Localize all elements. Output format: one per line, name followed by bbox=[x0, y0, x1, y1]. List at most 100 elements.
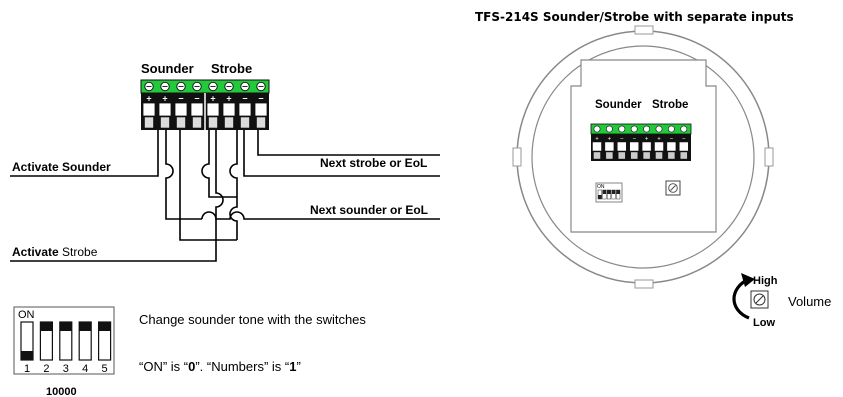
dip-number: 3 bbox=[63, 363, 69, 375]
device-notch-right bbox=[764, 147, 774, 167]
terminal-polarity-label: + bbox=[210, 94, 215, 104]
device-terminal-screw bbox=[668, 125, 675, 133]
device-sounder-label: Sounder bbox=[595, 99, 642, 111]
wire-sounder-common bbox=[179, 176, 237, 241]
dip-lever-knob bbox=[98, 322, 111, 331]
diagram-title: TFS-214S Sounder/Strobe with separate in… bbox=[475, 10, 794, 24]
wire-strobe-neg-2 bbox=[243, 130, 440, 177]
terminal-cell-lower bbox=[144, 116, 154, 129]
device-terminal-cell bbox=[629, 141, 639, 152]
device-terminal-polarity-label: + bbox=[595, 137, 599, 143]
volume-knob-mark bbox=[755, 295, 764, 304]
label-next-strobe: Next strobe or EoL bbox=[320, 156, 427, 170]
terminal-cell bbox=[206, 102, 220, 117]
terminal-cell bbox=[174, 102, 188, 117]
terminal-screw-strip bbox=[140, 79, 270, 94]
dip-legend-b: ”. “Numbers” is “ bbox=[195, 359, 289, 374]
device-dip-lever-knob bbox=[616, 190, 620, 194]
dip-legend: “ON” is “0”. “Numbers” is “1” bbox=[139, 359, 301, 374]
terminal-screws bbox=[144, 81, 266, 92]
device-dip-lever-knob bbox=[598, 195, 602, 199]
terminal-cells: + + − − + + − − bbox=[142, 94, 268, 129]
dip-levers bbox=[20, 321, 112, 361]
label-activate-strobe-rest: Strobe bbox=[59, 245, 98, 259]
device-terminal-cell bbox=[592, 141, 602, 152]
device-terminal-screw bbox=[618, 125, 626, 133]
dip-on-label: ON bbox=[18, 309, 35, 321]
device-terminal-polarity-label: − bbox=[670, 137, 674, 143]
dip-legend-a: “ON” is “ bbox=[139, 359, 188, 374]
device-terminal-cell-lower bbox=[618, 151, 626, 160]
device-strobe-label: Strobe bbox=[652, 99, 688, 111]
label-activate-strobe: Activate Strobe bbox=[12, 245, 98, 259]
dip-lever-knob bbox=[59, 322, 72, 331]
device-terminal-screw bbox=[606, 125, 613, 133]
wire-sounder-link bbox=[165, 130, 202, 220]
device-terminal-cells: ++−−++−− bbox=[592, 137, 689, 160]
dip-lever-knob bbox=[40, 322, 53, 331]
device-dip-lever-knob bbox=[602, 190, 607, 194]
device-notch-bottom bbox=[634, 279, 654, 289]
terminal-polarity-label: + bbox=[226, 94, 231, 104]
device-terminal-screw bbox=[680, 125, 688, 133]
wires bbox=[10, 130, 440, 262]
device-terminal-cell-lower bbox=[630, 151, 638, 160]
device-terminal-polarity-label: + bbox=[657, 137, 661, 143]
device-housing: Sounder Strobe ++−−++−− ON bbox=[512, 25, 774, 289]
label-activate-strobe-bold: Activate bbox=[12, 245, 59, 259]
dip-legend-c: ” bbox=[296, 359, 300, 374]
device-terminal-polarity-label: − bbox=[632, 137, 636, 143]
label-next-sounder: Next sounder or EoL bbox=[310, 203, 428, 217]
device-terminal-cell-lower bbox=[642, 151, 651, 160]
dip-legend-b-value: 1 bbox=[289, 359, 296, 374]
terminal-polarity-label: − bbox=[242, 94, 247, 104]
device-dip-lever-knob bbox=[611, 190, 616, 194]
terminal-polarity-label: + bbox=[162, 94, 167, 104]
dip-number: 1 bbox=[24, 363, 30, 375]
volume-arrow-head bbox=[741, 273, 755, 287]
dip-number: 4 bbox=[82, 363, 88, 375]
terminal-cell bbox=[190, 102, 204, 117]
terminal-polarity-label: − bbox=[178, 94, 183, 104]
device-terminal-screw bbox=[630, 125, 638, 133]
terminal-cell-lower bbox=[224, 116, 234, 129]
terminal-cell-lower bbox=[256, 116, 266, 129]
terminal-polarity-label: + bbox=[146, 94, 151, 104]
device-terminal-screw bbox=[655, 125, 663, 133]
terminal-cell bbox=[222, 102, 236, 117]
volume-low-label: Low bbox=[753, 317, 775, 329]
terminal-cell-lower bbox=[240, 116, 250, 129]
device-dip-lever-knob bbox=[607, 190, 611, 194]
device-terminal-strip bbox=[590, 123, 692, 135]
device-terminal-cell-lower bbox=[655, 151, 663, 160]
device-terminal-screws bbox=[593, 125, 688, 133]
device-terminal-polarity-label: − bbox=[620, 137, 624, 143]
terminal-polarity-label: − bbox=[194, 94, 199, 104]
device-terminal-cell bbox=[666, 141, 677, 152]
terminal-cell bbox=[158, 102, 172, 117]
terminal-cell-lower bbox=[176, 116, 186, 129]
terminal-cell-lower bbox=[208, 116, 218, 129]
volume-high-label: High bbox=[753, 275, 778, 287]
device-terminal-cell bbox=[604, 141, 615, 152]
device-terminal-cell-lower bbox=[680, 151, 688, 160]
wire-strobe-end bbox=[257, 130, 440, 156]
strobe-header-label: Strobe bbox=[211, 61, 252, 76]
device-terminal-cell bbox=[654, 141, 664, 152]
terminal-block-group: Sounder Strobe ++−−++−− bbox=[140, 61, 270, 130]
wire-next-sounder bbox=[201, 211, 440, 220]
device-terminal-cell bbox=[641, 141, 652, 152]
dip-code: 10000 bbox=[46, 386, 77, 397]
device-terminal-polarity-label: + bbox=[645, 137, 649, 143]
dip-caption: Change sounder tone with the switches bbox=[139, 312, 366, 327]
device-notch-left bbox=[512, 147, 522, 167]
device-terminal-cell bbox=[679, 141, 689, 152]
device-dip-levers bbox=[597, 189, 621, 200]
terminal-polarity-label: − bbox=[258, 94, 263, 104]
terminal-cell-lower bbox=[160, 116, 170, 129]
dip-lever-knob bbox=[21, 351, 33, 360]
dip-lever-knob bbox=[79, 322, 92, 331]
terminal-cell bbox=[142, 102, 156, 117]
